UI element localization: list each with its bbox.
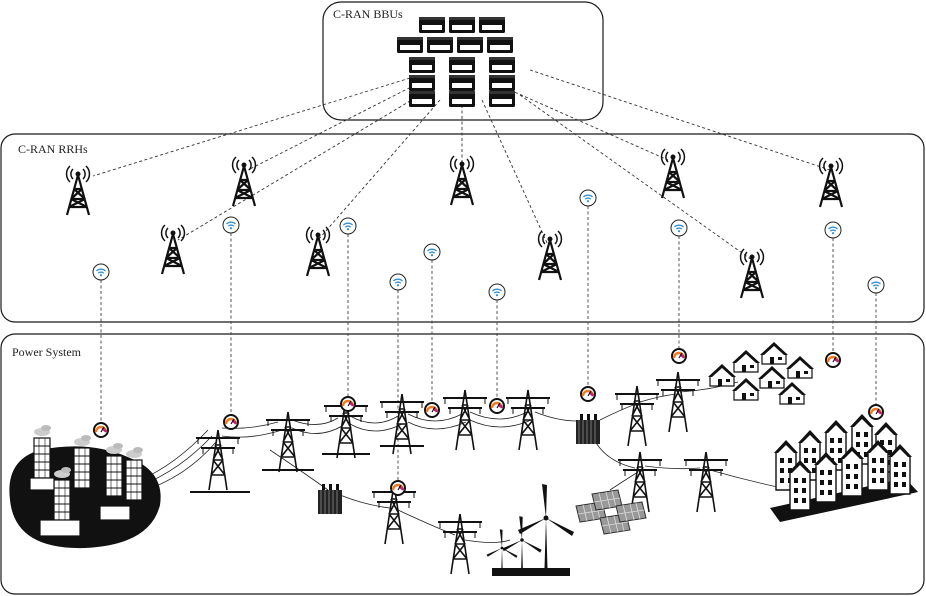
wifi-access-point-icon bbox=[824, 221, 842, 239]
transmission-pylons bbox=[190, 371, 729, 575]
smart-meter-icon bbox=[422, 400, 442, 420]
bbu-server-icon bbox=[489, 91, 515, 107]
smart-meter-icon bbox=[338, 394, 358, 414]
bbu-server-icon bbox=[457, 37, 483, 53]
power-plant-icon bbox=[33, 424, 52, 479]
smart-meter-icon bbox=[578, 384, 598, 404]
bbu-server-icon bbox=[397, 37, 423, 53]
wifi-access-point-icon bbox=[389, 273, 407, 291]
wifi-access-point-icon bbox=[488, 283, 506, 301]
power-system-panel: Power System bbox=[0, 333, 925, 595]
wifi-access-point-icon bbox=[339, 217, 357, 235]
bbu-server-icon bbox=[449, 91, 475, 107]
wind-farm bbox=[486, 484, 574, 576]
power-plant-icon bbox=[73, 434, 92, 489]
wifi-access-point-icon bbox=[92, 263, 110, 281]
smart-meter-icon bbox=[388, 478, 408, 498]
smart-meter-icon bbox=[487, 396, 507, 416]
smart-meter-icon bbox=[669, 346, 689, 366]
power-system-title: Power System bbox=[12, 345, 82, 359]
bbu-server-icon bbox=[419, 17, 445, 33]
smart-meter-icon bbox=[221, 412, 241, 432]
wifi-access-point-icon bbox=[867, 276, 885, 294]
solar-panel-icon bbox=[615, 501, 647, 523]
power-lines bbox=[139, 381, 783, 543]
bbu-server-icon bbox=[449, 57, 475, 73]
wifi-access-point-icon bbox=[423, 243, 441, 261]
power-plant bbox=[9, 424, 161, 549]
smart-meter-icon bbox=[91, 420, 111, 440]
wifi-access-point-icon bbox=[579, 189, 597, 207]
smart-meter-icon bbox=[866, 402, 886, 422]
bbu-server-icon bbox=[409, 75, 435, 91]
bbu-server-icon bbox=[479, 17, 505, 33]
bbu-server-icon bbox=[449, 75, 475, 91]
smart-meter-icon bbox=[823, 350, 843, 370]
bbu-server-icon bbox=[489, 57, 515, 73]
bbu-server-icon bbox=[427, 37, 453, 53]
power-plant-icon bbox=[125, 446, 144, 501]
wifi-access-point-icon bbox=[670, 219, 688, 237]
power-plant-icon bbox=[105, 442, 124, 497]
city-district bbox=[770, 413, 918, 522]
bbu-server-icon bbox=[487, 37, 513, 53]
rrh-panel: C-RAN RRHs bbox=[0, 133, 925, 323]
wifi-access-point-icon bbox=[222, 216, 240, 234]
bbu-server-icon bbox=[489, 75, 515, 91]
bbu-panel-title: C-RAN BBUs bbox=[333, 7, 403, 21]
power-plant-icon bbox=[53, 466, 72, 521]
bbu-fronthaul-links bbox=[92, 69, 831, 261]
bbu-server-icon bbox=[409, 57, 435, 73]
meter-wifi-links bbox=[100, 206, 877, 480]
bbu-server-icon bbox=[449, 17, 475, 33]
rrh-panel-title: C-RAN RRHs bbox=[18, 142, 88, 156]
bbu-server-icon bbox=[409, 91, 435, 107]
